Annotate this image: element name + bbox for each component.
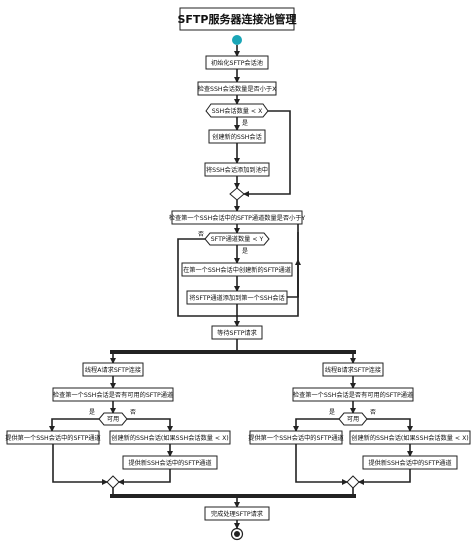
node-finish-label: 完成处理SFTP请求 — [211, 510, 263, 518]
node-right-check-label: 检查第一个SSH会话是否有可用的SFTP通道 — [293, 391, 413, 399]
loop-ssh — [243, 110, 291, 197]
cond-ssh-label: SSH会话数量 < X — [212, 107, 263, 115]
yes1-label: 是 — [242, 120, 248, 127]
node-wait-label: 等待SFTP请求 — [217, 329, 257, 337]
join-bar — [110, 494, 356, 498]
node-create-sftp-label: 在第一个SSH会话中创建新的SFTP通道 — [183, 266, 291, 274]
node-left-check-label: 检查第一个SSH会话是否有可用的SFTP通道 — [53, 391, 173, 399]
node-init-label: 初始化SFTP会话池 — [211, 59, 263, 67]
node-add-ssh-label: 将SSH会话添加到池中 — [206, 166, 268, 174]
node-check-sftp-label: 检查第一个SSH会话中的SFTP通道数量是否小于Y — [169, 214, 306, 222]
node-right-provide-label: 提供第一个SSH会话中的SFTP通道 — [248, 434, 343, 442]
cond-sftp-label: SFTP通道数量 < Y — [211, 235, 264, 243]
end-node-dot — [234, 531, 240, 537]
node-left-provide-label: 提供第一个SSH会话中的SFTP通道 — [5, 434, 100, 442]
cond-right-avail-label: 可用 — [347, 416, 359, 423]
right-no-label: 否 — [370, 409, 376, 416]
node-add-sftp-label: 将SFTP通道添加到第一个SSH会话 — [189, 294, 284, 302]
node-right-receive-label: 线程B请求SFTP连接 — [325, 366, 381, 374]
yes2-label: 是 — [242, 248, 248, 255]
title-box — [179, 7, 295, 31]
node-right-provide-new-label: 提供新SSH会话中的SFTP通道 — [368, 459, 451, 467]
merge-left — [106, 475, 120, 489]
left-yes-label: 是 — [89, 409, 95, 416]
start-node — [232, 35, 242, 45]
merge-right — [346, 475, 360, 489]
node-right-create-label: 创建新的SSH会话(如果SSH会话数量 < X) — [351, 434, 468, 442]
node-create-ssh-label: 创建新的SSH会话 — [212, 133, 262, 141]
cond-sftp — [204, 232, 270, 246]
exit-sftp-no — [177, 238, 237, 317]
fork-bar — [110, 350, 356, 354]
node-left-receive-label: 线程A请求SFTP连接 — [85, 366, 141, 374]
node-check-ssh-label: 检查SSH会话数量是否小于X — [198, 85, 277, 93]
right-yes-label: 是 — [329, 409, 335, 416]
page-title: SFTP服务器连接池管理 — [177, 12, 296, 26]
node-left-provide-new-label: 提供新SSH会话中的SFTP通道 — [128, 459, 211, 467]
left-no-label: 否 — [130, 409, 136, 416]
merge-diamond-1 — [229, 187, 245, 201]
node-left-create-label: 创建新的SSH会话(如果SSH会话数量 < X) — [111, 434, 228, 442]
no2-label: 否 — [198, 231, 204, 238]
cond-left-avail-label: 可用 — [107, 416, 119, 423]
